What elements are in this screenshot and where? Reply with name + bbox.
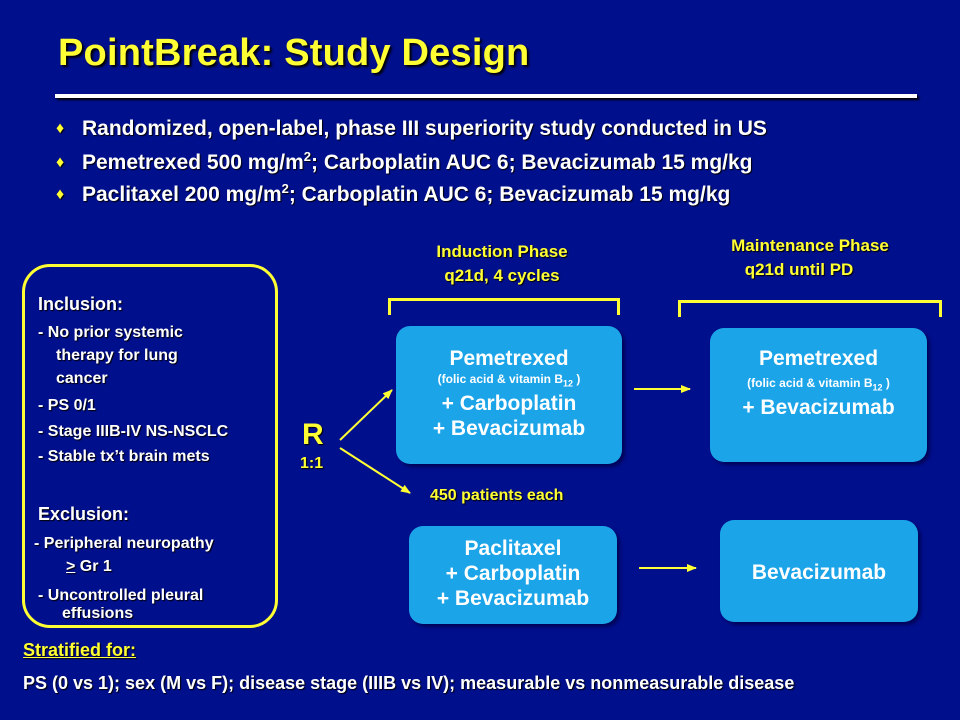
pem-induction-line-3: + Bevacizumab: [432, 417, 586, 441]
bullet-2-text-post: ; Carboplatin AUC 6; Bevacizumab 15 mg/k…: [311, 151, 753, 174]
criteria-box: [22, 264, 278, 628]
pemetrexed-induction-box: Pemetrexed (folic acid & vitamin B12 ) +…: [396, 326, 622, 464]
pac-induction-line-3: + Bevacizumab: [436, 587, 590, 610]
arrow-to-paclitaxel-arm: [339, 447, 411, 494]
patients-per-arm: 450 patients each: [430, 487, 564, 504]
inclusion-item-1-line-1: - No prior systemic: [38, 324, 183, 341]
exclusion-item-2-line-1: - Uncontrolled pleural: [38, 587, 204, 604]
bullet-3: ♦ Paclitaxel 200 mg/m2; Carboplatin AUC 6…: [56, 181, 730, 207]
diamond-bullet-icon: ♦: [56, 154, 65, 171]
inclusion-item-1-line-3: cancer: [56, 370, 108, 387]
stratification-factors: PS (0 vs 1); sex (M vs F); disease stage…: [23, 673, 795, 693]
maintenance-phase-schedule: q21d until PD: [744, 260, 854, 279]
bullet-2-text-pre: Pemetrexed 500 mg/m: [82, 151, 304, 174]
bullet-1-text: Randomized, open-label, phase III superi…: [82, 117, 767, 140]
exclusion-item-2-line-2: effusions: [62, 607, 134, 621]
bullet-3-sup: 2: [281, 181, 289, 196]
bullet-2-sup: 2: [303, 149, 312, 164]
induction-phase-label: Induction Phase q21d, 4 cycles: [402, 240, 602, 288]
maintenance-phase-title: Maintenance Phase: [731, 236, 889, 255]
induction-phase-schedule: q21d, 4 cycles: [444, 266, 560, 285]
pem-induction-drug: Pemetrexed: [449, 347, 569, 370]
bullet-3-text-post: ; Carboplatin AUC 6; Bevacizumab 15 mg/k…: [288, 183, 731, 206]
stratification-label: Stratified for:: [23, 640, 137, 660]
pac-induction-line-2: + Carboplatin: [445, 562, 581, 585]
inclusion-heading: Inclusion:: [38, 294, 123, 314]
inclusion-item-1: - No prior systemic therapy for lung can…: [38, 321, 183, 390]
pem-induction-note-pre: (folic acid & vitamin B: [437, 372, 563, 386]
title-divider: [55, 94, 917, 98]
pem-maintenance-note-sub: 12: [872, 382, 883, 393]
randomization-ratio: 1:1: [300, 455, 324, 472]
bullet-1: ♦ Randomized, open-label, phase III super…: [56, 117, 767, 141]
pem-induction-line-2: + Carboplatin: [441, 392, 577, 416]
randomization-symbol: R: [302, 418, 324, 451]
exclusion-heading: Exclusion:: [38, 504, 130, 524]
arrow-to-pemetrexed-arm: [339, 389, 393, 441]
exclusion-item-2: - Uncontrolled pleural effusions: [38, 584, 203, 621]
pemetrexed-maintenance-box: Pemetrexed (folic acid & vitamin B12 ) +…: [710, 328, 927, 462]
exclusion-item-1: - Peripheral neuropathy > Gr 1: [34, 532, 214, 578]
greater-equal-symbol: >: [66, 558, 76, 575]
pem-maintenance-note-pre: (folic acid & vitamin B: [747, 376, 873, 390]
pac-induction-line-1: Paclitaxel: [464, 537, 562, 560]
exclusion-item-1-grade: Gr 1: [75, 558, 112, 575]
inclusion-item-3: - Stage IIIB-IV NS-NSCLC: [38, 423, 229, 440]
inclusion-item-2: - PS 0/1: [38, 397, 96, 414]
bullet-2: ♦ Pemetrexed 500 mg/m2; Carboplatin AUC 6…: [56, 149, 753, 175]
pem-induction-note-sub: 12: [563, 378, 574, 389]
maintenance-phase-label: Maintenance Phase q21d until PD: [700, 234, 920, 282]
induction-phase-title: Induction Phase: [436, 242, 568, 261]
slide-title: PointBreak: Study Design: [58, 32, 530, 74]
inclusion-item-4: - Stable tx’t brain mets: [38, 448, 210, 465]
pem-induction-note: (folic acid & vitamin B12 ): [396, 371, 622, 391]
exclusion-item-1-line-1: - Peripheral neuropathy: [34, 535, 214, 552]
inclusion-item-1-line-2: therapy for lung: [56, 347, 178, 364]
maintenance-bracket: [678, 300, 942, 317]
diamond-bullet-icon: ♦: [56, 120, 65, 137]
pem-induction-note-post: ): [573, 372, 581, 386]
bev-maintenance-drug: Bevacizumab: [751, 561, 887, 584]
induction-bracket: [388, 298, 620, 315]
paclitaxel-induction-box: Paclitaxel + Carboplatin + Bevacizumab: [409, 526, 617, 624]
bullet-3-text-pre: Paclitaxel 200 mg/m: [82, 183, 282, 206]
pem-maintenance-drug: Pemetrexed: [758, 347, 879, 370]
pem-maintenance-note-post: ): [882, 376, 890, 390]
diamond-bullet-icon: ♦: [56, 186, 65, 203]
pem-maintenance-note: (folic acid & vitamin B12 ): [710, 375, 927, 395]
pem-maintenance-line-2: + Bevacizumab: [742, 396, 895, 420]
bevacizumab-maintenance-box: Bevacizumab: [720, 520, 918, 622]
